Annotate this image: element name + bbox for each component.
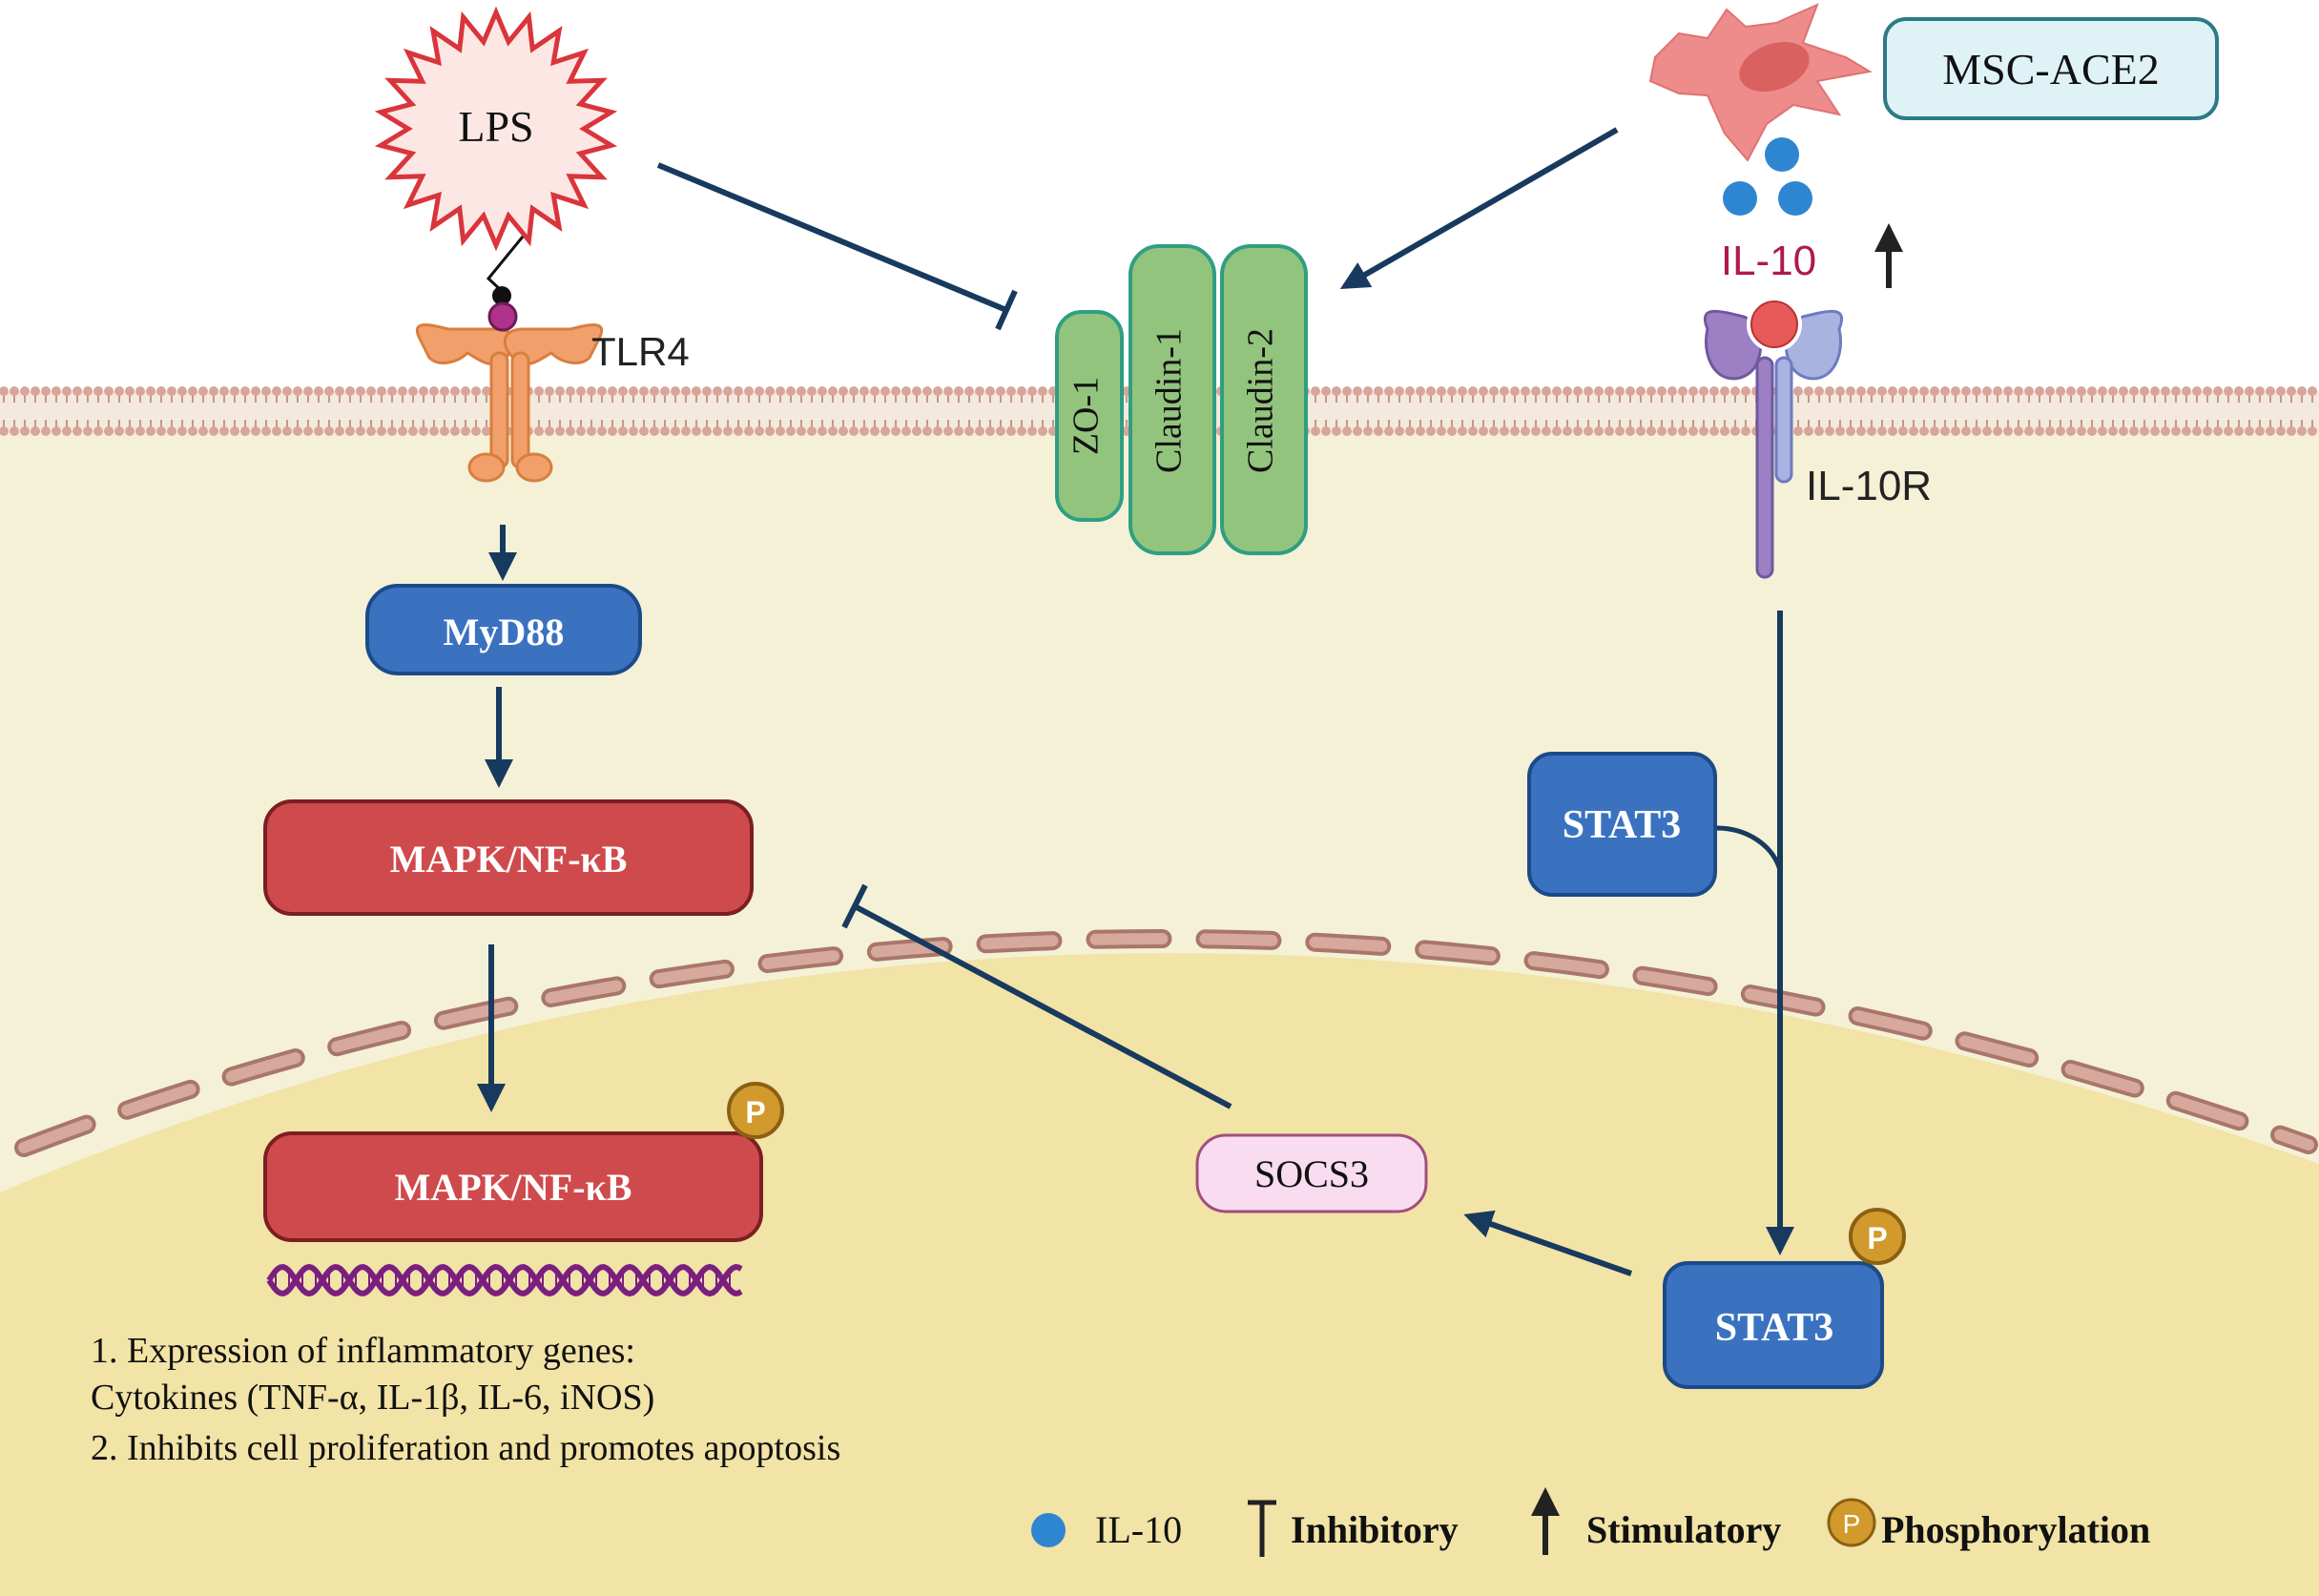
outcome-notes: 1. Expression of inflammatory genes: Cyt…: [91, 1331, 840, 1468]
legend-phosphorylation-label: Phosphorylation: [1881, 1508, 2150, 1551]
legend-il10-dot: [1031, 1513, 1066, 1547]
phospho-badge-stat3: P: [1849, 1208, 1906, 1265]
lps-inhibit-line: [656, 162, 1008, 313]
il10-molecule: [1778, 181, 1812, 216]
phospho-badge-mapk: P: [727, 1082, 784, 1139]
legend-il10-label: IL-10: [1095, 1508, 1182, 1551]
tlr4-label: TLR4: [591, 329, 690, 374]
note-line-2: Cytokines (TNF-α, IL-1β, IL-6, iNOS): [91, 1378, 654, 1418]
zo1-protein: ZO-1: [1055, 310, 1124, 522]
socs3-inhibit-line: [853, 903, 1232, 1109]
dna-helix: [266, 1263, 743, 1297]
il10-label: IL-10: [1721, 238, 1816, 284]
zo1-label: ZO-1: [1066, 377, 1107, 455]
claudin1-label: Claudin-1: [1149, 328, 1190, 473]
stat3-label: STAT3: [1563, 803, 1681, 847]
lps-tether-bead: [492, 286, 511, 305]
svg-text:P: P: [745, 1095, 765, 1130]
stat3-phospho-label: STAT3: [1715, 1306, 1833, 1350]
legend-inhibitory-icon: [1248, 1500, 1276, 1557]
stat3-to-socs3-arrow: [1463, 1210, 1632, 1276]
myd88-box: MyD88: [365, 584, 642, 675]
lps-tether: [486, 236, 525, 293]
legend-inhibitory-label: Inhibitory: [1291, 1508, 1459, 1551]
lps-star: LPS: [374, 6, 618, 252]
myd88-label: MyD88: [444, 611, 565, 653]
lps-inhibit-bar: [995, 289, 1018, 331]
socs3-label: SOCS3: [1254, 1152, 1369, 1195]
tlr4-receptor: [416, 301, 603, 483]
mapk-nfkb-phospho-box: MAPK/NF-κB: [263, 1131, 763, 1242]
mapk-nfkb-box: MAPK/NF-κB: [263, 799, 754, 916]
lps-label: LPS: [458, 102, 533, 151]
note-line-1: 1. Expression of inflammatory genes:: [91, 1331, 635, 1371]
il10-molecule: [1723, 181, 1757, 216]
msc-ace2-label: MSC-ACE2: [1942, 45, 2159, 93]
il10r-receptor: [1704, 297, 1843, 579]
socs3-inhibit-bar: [841, 883, 868, 929]
legend-stimulatory-label: Stimulatory: [1586, 1508, 1781, 1551]
mapk-nfkb-phospho-label: MAPK/NF-κB: [395, 1166, 632, 1209]
svg-text:P: P: [1843, 1509, 1861, 1539]
msc-ace2-box: MSC-ACE2: [1883, 17, 2219, 120]
il10r-label: IL-10R: [1806, 463, 1932, 509]
claudin1-protein: Claudin-1: [1128, 244, 1216, 555]
legend-phospho-icon: P: [1827, 1498, 1876, 1547]
svg-text:P: P: [1867, 1221, 1887, 1255]
msc-cell: [1648, 3, 1873, 162]
msc-stimulate-arrow: [1339, 127, 1619, 289]
il10-molecule: [1765, 137, 1799, 172]
legend: IL-10 Inhibitory Stimulatory P Phosphory…: [1031, 1487, 2150, 1557]
stat3-phospho-box: STAT3: [1663, 1261, 1884, 1389]
socs3-box: SOCS3: [1195, 1133, 1428, 1213]
claudin2-label: Claudin-2: [1241, 328, 1281, 473]
nuclear-envelope-inner: [18, 933, 2314, 1153]
stat3-box: STAT3: [1527, 752, 1717, 897]
mapk-nfkb-label: MAPK/NF-κB: [390, 838, 628, 881]
nucleus: [0, 953, 2319, 1596]
claudin2-protein: Claudin-2: [1220, 244, 1308, 555]
note-line-3: 2. Inhibits cell proliferation and promo…: [91, 1428, 840, 1468]
